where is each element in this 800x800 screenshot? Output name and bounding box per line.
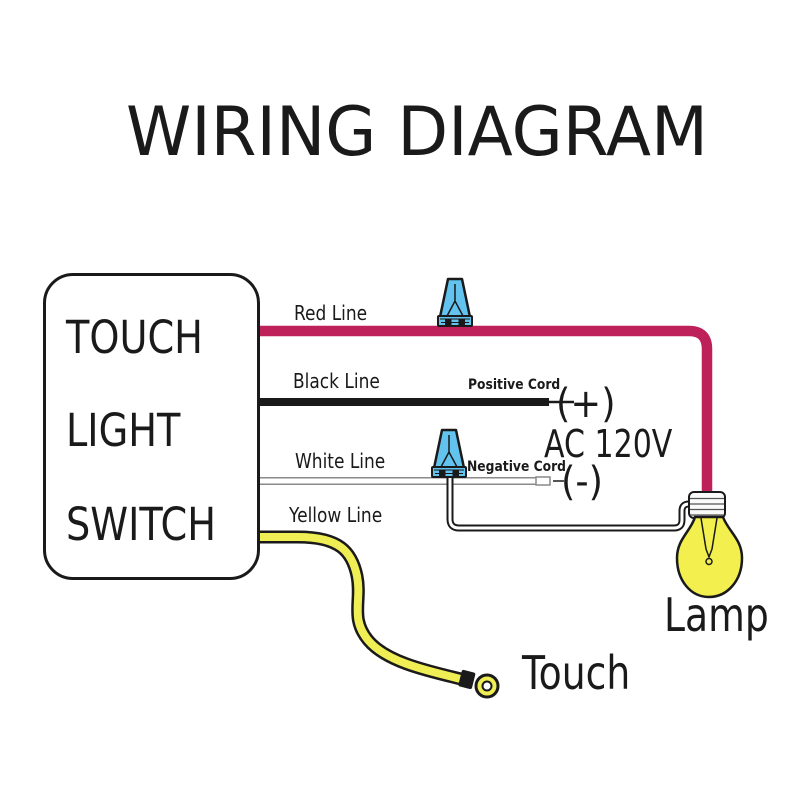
wire-entry-left [445,318,452,326]
lamp-filament [700,517,718,560]
touch-ring-terminal-hole [481,680,493,692]
black-line-label: Black Line [293,369,380,393]
wire-entry-left [439,469,446,477]
voltage-label: AC 120V [544,422,673,466]
switch-box-line-2: LIGHT [66,404,181,457]
red-wire [260,325,713,493]
positive-cord-label: Positive Cord [468,377,561,393]
wire-nut-collar [431,466,467,478]
wire-entry-right [452,469,459,477]
touch-label: Touch [522,646,631,700]
lamp-filament-loop [705,557,713,566]
red-line-label: Red Line [294,301,368,325]
wire-nut-collar [437,315,473,327]
negative-cord-tip [535,476,551,486]
wire-entry-right [458,318,465,326]
yellow-line-label: Yellow Line [289,503,383,527]
white-line-label: White Line [295,449,386,473]
switch-box-line-3: SWITCH [66,498,216,551]
wire-nut-seam [446,284,464,317]
yellow-wire [260,533,462,683]
touch-light-switch-box: TOUCH LIGHT SWITCH [43,273,260,580]
ring-terminal-crimp [458,669,476,690]
lamp-icon [675,491,744,599]
wire-nut-connector-icon-white [431,428,467,478]
lamp-neutral-jumper-wire-core [448,477,694,530]
lamp-label: Lamp [664,588,769,642]
wire-nut-connector-icon-red [437,277,473,327]
lamp-screw-base [688,491,726,519]
lamp-screw-threads [690,497,724,516]
negative-cord-label: Negative Cord [467,459,566,475]
wire-nut-seam [440,435,458,468]
page-title: WIRING DIAGRAM [126,93,708,172]
switch-box-line-1: TOUCH [66,311,203,364]
minus-symbol: (-) [561,459,604,505]
plus-symbol: (+) [556,381,616,427]
